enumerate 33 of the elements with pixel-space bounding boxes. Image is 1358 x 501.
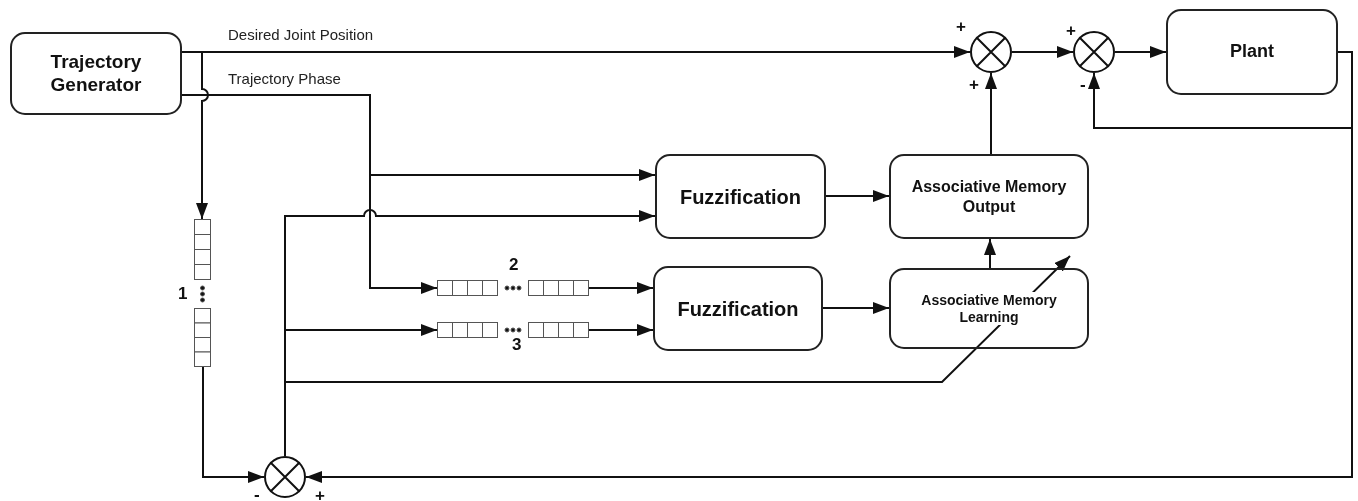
side-label: + [315, 487, 325, 501]
side-label: 2 [509, 256, 519, 273]
edge-label: Desired Joint Position [228, 26, 374, 43]
process-block [653, 266, 823, 351]
summing-junction [970, 31, 1012, 73]
summing-junction [264, 456, 306, 498]
arrow [202, 366, 265, 483]
process-block [889, 154, 1089, 239]
side-label: + [969, 76, 979, 93]
arrow [1011, 46, 1074, 58]
side-label: 3 [512, 336, 522, 353]
arrow [825, 190, 890, 202]
side-label: - [1080, 76, 1086, 93]
side-label: + [1066, 22, 1076, 39]
side-label: - [254, 486, 260, 501]
arrow [822, 302, 890, 314]
process-block [655, 154, 826, 239]
arrow [587, 324, 654, 336]
arrow [985, 72, 997, 155]
arrow [1114, 46, 1167, 58]
side-label: + [956, 18, 966, 35]
shift-register-drawing [437, 322, 588, 338]
process-block [889, 268, 1089, 349]
arrow [984, 238, 996, 269]
shift-register-drawing [194, 219, 211, 367]
arrow [1088, 51, 1353, 129]
arrow [181, 51, 209, 220]
arrow [587, 282, 654, 294]
edge-label: Trajectory Phase [228, 70, 341, 87]
process-block [10, 32, 182, 115]
process-block [1166, 9, 1338, 95]
shift-register-drawing [437, 280, 588, 296]
side-label: 1 [178, 285, 188, 302]
